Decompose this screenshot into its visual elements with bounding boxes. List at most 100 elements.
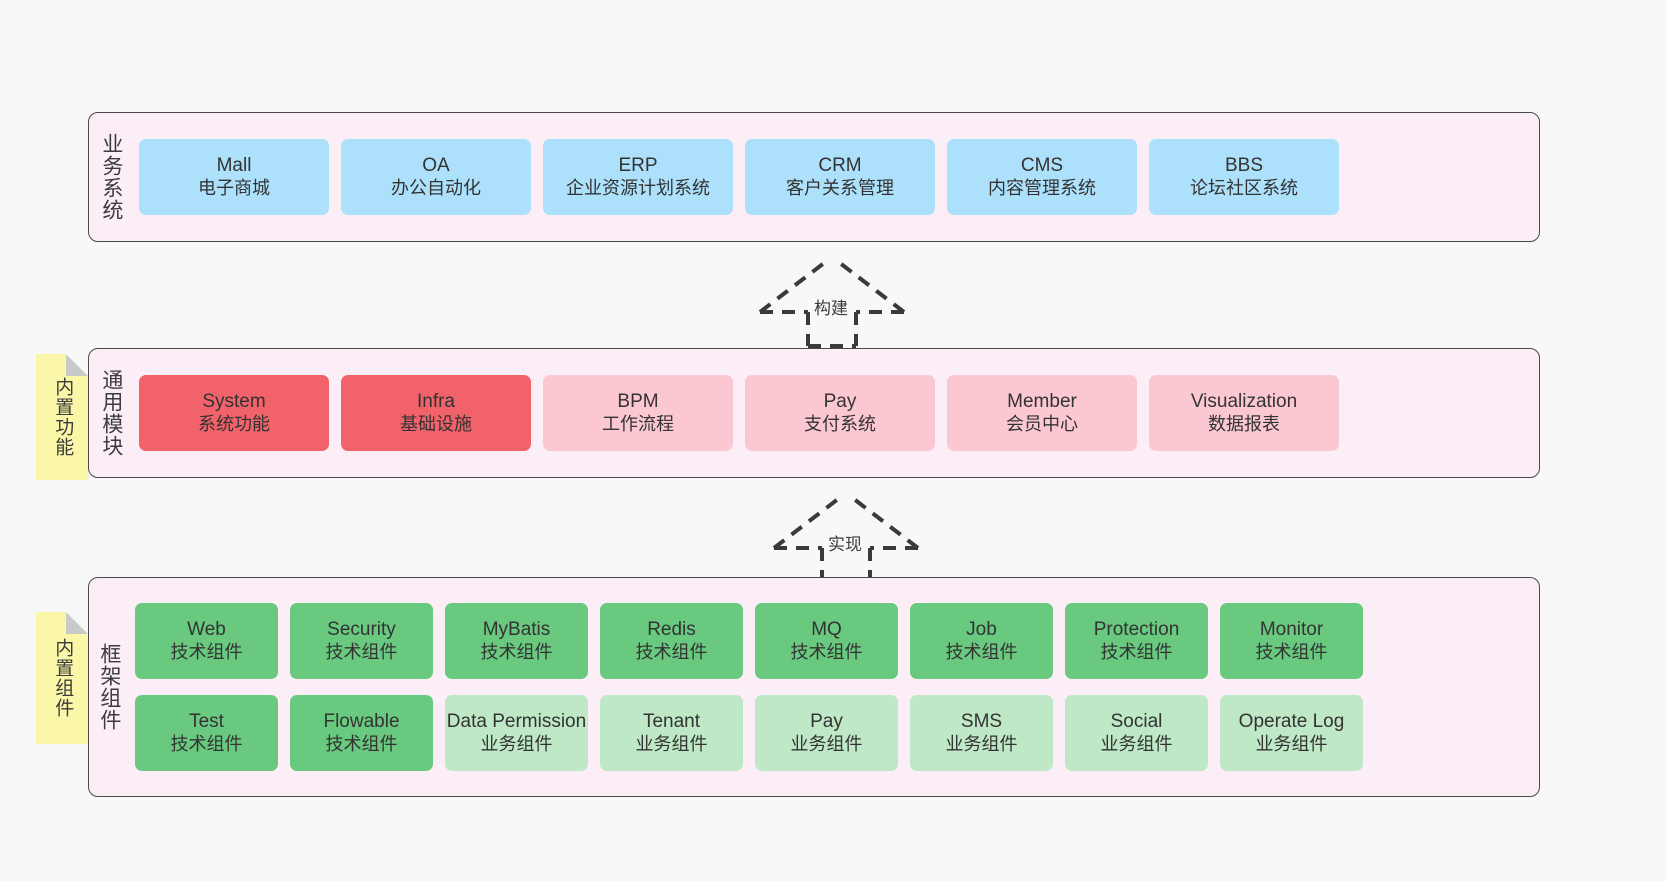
card-visualization-cn: 数据报表: [1208, 413, 1280, 434]
card-protection[interactable]: Protection 技术组件: [1065, 603, 1208, 679]
card-monitor-en: Monitor: [1259, 619, 1324, 641]
card-operate-log-en: Operate Log: [1238, 711, 1345, 733]
card-member[interactable]: Member 会员中心: [947, 375, 1137, 451]
card-web[interactable]: Web 技术组件: [135, 603, 278, 679]
card-test-en: Test: [189, 711, 224, 733]
card-sms-en: SMS: [960, 711, 1003, 733]
layer-common-modules: 通用模块 System 系统功能 Infra 基础设施 BPM 工作流程 Pay…: [88, 348, 1540, 478]
layer-framework-components: 框架组件 Web 技术组件 Security 技术组件 MyBatis 技术组件…: [88, 577, 1540, 797]
card-job-cn: 技术组件: [945, 641, 1018, 662]
card-pay-component-en: Pay: [810, 711, 843, 733]
card-tenant-cn: 业务组件: [635, 733, 708, 754]
card-pay-module-cn: 支付系统: [804, 413, 876, 434]
card-system-en: System: [202, 391, 266, 413]
card-infra-cn: 基础设施: [400, 413, 472, 434]
card-oa[interactable]: OA 办公自动化: [341, 139, 531, 215]
layer-business-systems: 业务系统 Mall 电子商城 OA 办公自动化 ERP 企业资源计划系统 CRM…: [88, 112, 1540, 242]
sticky-note-builtin-components-label: 内置组件: [52, 638, 74, 718]
card-data-permission[interactable]: Data Permission 业务组件: [445, 695, 588, 771]
card-redis[interactable]: Redis 技术组件: [600, 603, 743, 679]
card-security-en: Security: [327, 619, 396, 641]
relation-implement-arrow: 实现: [766, 492, 926, 584]
card-mq-en: MQ: [811, 619, 842, 641]
sticky-fold-icon: [66, 612, 88, 634]
card-monitor-cn: 技术组件: [1255, 641, 1328, 662]
card-flowable-cn: 技术组件: [325, 733, 398, 754]
relation-build-arrow: 构建: [752, 256, 912, 348]
card-oa-en: OA: [422, 155, 450, 177]
card-operate-log-cn: 业务组件: [1255, 733, 1328, 754]
card-crm[interactable]: CRM 客户关系管理: [745, 139, 935, 215]
card-mq-cn: 技术组件: [790, 641, 863, 662]
relation-implement-label: 实现: [828, 535, 862, 554]
card-job-en: Job: [966, 619, 997, 641]
card-mall-cn: 电子商城: [198, 177, 270, 198]
relation-build-label: 构建: [814, 299, 848, 318]
card-social-cn: 业务组件: [1100, 733, 1173, 754]
layer-common-modules-title: 通用模块: [99, 369, 123, 457]
card-bbs-en: BBS: [1224, 155, 1264, 177]
card-mybatis-en: MyBatis: [482, 619, 551, 641]
card-member-cn: 会员中心: [1006, 413, 1078, 434]
card-security[interactable]: Security 技术组件: [290, 603, 433, 679]
card-security-cn: 技术组件: [325, 641, 398, 662]
card-test[interactable]: Test 技术组件: [135, 695, 278, 771]
card-visualization-en: Visualization: [1190, 391, 1298, 413]
card-operate-log[interactable]: Operate Log 业务组件: [1220, 695, 1363, 771]
card-flowable[interactable]: Flowable 技术组件: [290, 695, 433, 771]
card-visualization[interactable]: Visualization 数据报表: [1149, 375, 1339, 451]
sticky-note-builtin-features: 内置功能: [36, 354, 88, 480]
layer-framework-components-title: 框架组件: [97, 643, 121, 731]
card-system[interactable]: System 系统功能: [139, 375, 329, 451]
card-test-cn: 技术组件: [170, 733, 243, 754]
sticky-fold-icon: [66, 354, 88, 376]
card-pay-component[interactable]: Pay 业务组件: [755, 695, 898, 771]
card-bpm-cn: 工作流程: [602, 413, 674, 434]
card-bpm[interactable]: BPM 工作流程: [543, 375, 733, 451]
card-job[interactable]: Job 技术组件: [910, 603, 1053, 679]
layer-business-systems-title: 业务系统: [99, 133, 123, 221]
sticky-note-builtin-components: 内置组件: [36, 612, 88, 744]
card-tenant-en: Tenant: [642, 711, 701, 733]
layer-common-modules-cards: System 系统功能 Infra 基础设施 BPM 工作流程 Pay 支付系统…: [133, 349, 1539, 477]
card-oa-cn: 办公自动化: [391, 177, 481, 198]
card-mybatis[interactable]: MyBatis 技术组件: [445, 603, 588, 679]
card-data-permission-cn: 业务组件: [480, 733, 553, 754]
card-pay-component-cn: 业务组件: [790, 733, 863, 754]
framework-business-row: Test 技术组件 Flowable 技术组件 Data Permission …: [135, 695, 1533, 771]
layer-business-systems-cards: Mall 电子商城 OA 办公自动化 ERP 企业资源计划系统 CRM 客户关系…: [133, 113, 1539, 241]
card-erp-cn: 企业资源计划系统: [566, 177, 710, 198]
sticky-note-builtin-features-label: 内置功能: [52, 377, 74, 457]
card-protection-cn: 技术组件: [1100, 641, 1173, 662]
card-mybatis-cn: 技术组件: [480, 641, 553, 662]
card-monitor[interactable]: Monitor 技术组件: [1220, 603, 1363, 679]
card-crm-cn: 客户关系管理: [786, 177, 894, 198]
card-pay-module[interactable]: Pay 支付系统: [745, 375, 935, 451]
card-social-en: Social: [1110, 711, 1163, 733]
card-mq[interactable]: MQ 技术组件: [755, 603, 898, 679]
card-infra-en: Infra: [416, 391, 456, 413]
card-bbs-cn: 论坛社区系统: [1190, 177, 1298, 198]
card-crm-en: CRM: [818, 155, 862, 177]
card-erp-en: ERP: [618, 155, 658, 177]
card-flowable-en: Flowable: [323, 711, 400, 733]
card-cms[interactable]: CMS 内容管理系统: [947, 139, 1137, 215]
card-social[interactable]: Social 业务组件: [1065, 695, 1208, 771]
card-pay-module-en: Pay: [823, 391, 857, 413]
card-sms-cn: 业务组件: [945, 733, 1018, 754]
card-member-en: Member: [1007, 391, 1077, 413]
card-protection-en: Protection: [1093, 619, 1180, 641]
card-redis-cn: 技术组件: [635, 641, 708, 662]
card-system-cn: 系统功能: [198, 413, 270, 434]
card-tenant[interactable]: Tenant 业务组件: [600, 695, 743, 771]
card-erp[interactable]: ERP 企业资源计划系统: [543, 139, 733, 215]
card-data-permission-en: Data Permission: [446, 711, 587, 733]
card-infra[interactable]: Infra 基础设施: [341, 375, 531, 451]
card-bpm-en: BPM: [617, 391, 659, 413]
card-mall[interactable]: Mall 电子商城: [139, 139, 329, 215]
card-sms[interactable]: SMS 业务组件: [910, 695, 1053, 771]
card-mall-en: Mall: [216, 155, 252, 177]
card-cms-en: CMS: [1020, 155, 1064, 177]
card-bbs[interactable]: BBS 论坛社区系统: [1149, 139, 1339, 215]
framework-tech-row: Web 技术组件 Security 技术组件 MyBatis 技术组件 Redi…: [135, 603, 1533, 679]
